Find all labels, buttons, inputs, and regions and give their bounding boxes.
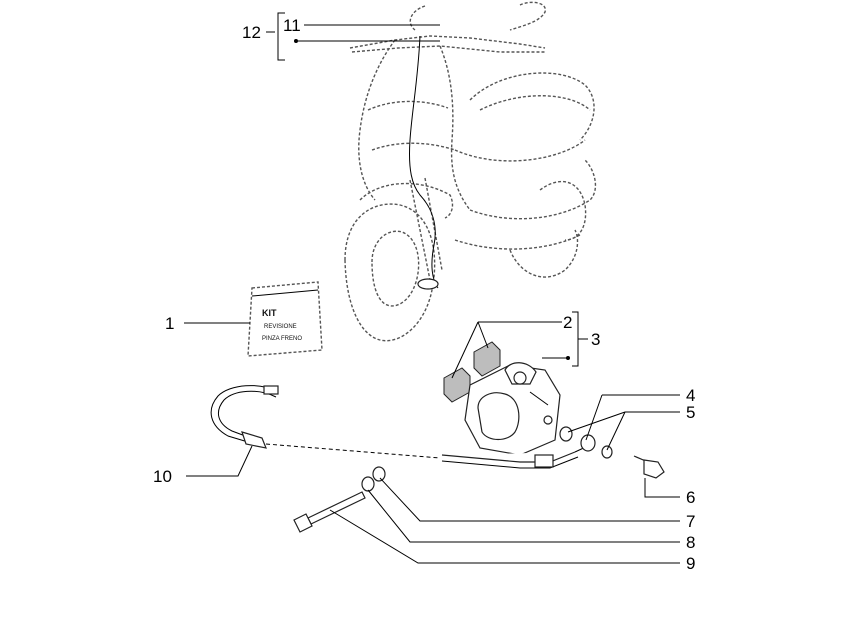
label-11: 11 bbox=[283, 16, 301, 35]
speedometer-cable bbox=[210, 385, 441, 459]
label-2: 2 bbox=[563, 313, 572, 332]
washer-part-4 bbox=[559, 426, 573, 442]
leader-lines bbox=[184, 12, 680, 564]
washer-part-7 bbox=[372, 466, 386, 482]
brake-pads bbox=[443, 341, 501, 403]
washer-part-8 bbox=[361, 476, 375, 492]
label-6: 6 bbox=[686, 488, 695, 507]
label-10: 10 bbox=[153, 467, 172, 486]
label-7: 7 bbox=[686, 512, 695, 531]
kit-line1: REVISIONE bbox=[264, 324, 297, 330]
label-4: 4 bbox=[686, 386, 695, 405]
bleed-screw-part-6 bbox=[633, 455, 665, 479]
callout-labels: 12 11 1 2 3 4 5 6 7 8 9 10 bbox=[153, 16, 695, 573]
label-12: 12 bbox=[242, 23, 261, 42]
label-8: 8 bbox=[686, 533, 695, 552]
kit-title: KIT bbox=[262, 308, 277, 318]
repair-kit-bag: KIT REVISIONE PINZA FRENO bbox=[247, 281, 323, 357]
label-1: 1 bbox=[165, 314, 174, 333]
bolt-part-5 bbox=[580, 434, 613, 459]
label-5: 5 bbox=[686, 403, 695, 422]
label-9: 9 bbox=[686, 554, 695, 573]
kit-line2: PINZA FRENO bbox=[262, 336, 302, 342]
bolt-part-9 bbox=[293, 491, 366, 533]
brake-caliper bbox=[464, 362, 561, 456]
label-3: 3 bbox=[591, 330, 600, 349]
scooter-illustration bbox=[344, 1, 597, 342]
